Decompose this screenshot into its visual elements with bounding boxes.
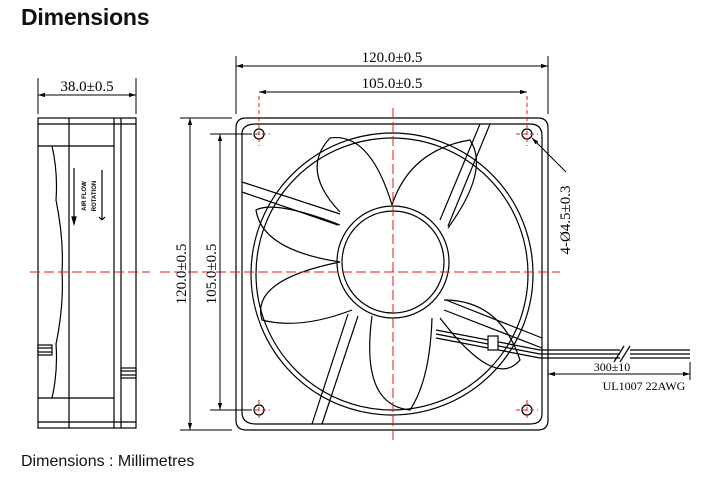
lead-length-dimension: [547, 362, 691, 380]
lead-length-label: 300±10: [594, 360, 631, 374]
depth-dimension-label: 38.0±0.5: [60, 79, 113, 95]
overall-height-dimension: [180, 117, 232, 431]
wire-spec-label: UL1007 22AWG: [603, 379, 686, 393]
overall-height-label: 120.0±0.5: [174, 244, 190, 305]
mount-hole-callout: [531, 137, 567, 173]
airflow-label: AIR FLOW: [82, 181, 88, 211]
overall-width-dimension: [235, 56, 549, 114]
page-title: Dimensions: [21, 4, 150, 30]
depth-dimension: [37, 78, 137, 114]
hole-pitch-v-dimension: [210, 133, 252, 411]
side-view: [37, 117, 137, 429]
mount-hole-label: 4-Ø4.5±0.3: [558, 185, 574, 254]
rotation-label: ROTATION: [92, 181, 98, 211]
hole-pitch-h-label: 105.0±0.5: [362, 76, 423, 92]
hole-pitch-v-label: 105.0±0.5: [204, 244, 220, 305]
units-footnote: Dimensions : Millimetres: [21, 453, 195, 470]
overall-width-label: 120.0±0.5: [362, 50, 423, 66]
